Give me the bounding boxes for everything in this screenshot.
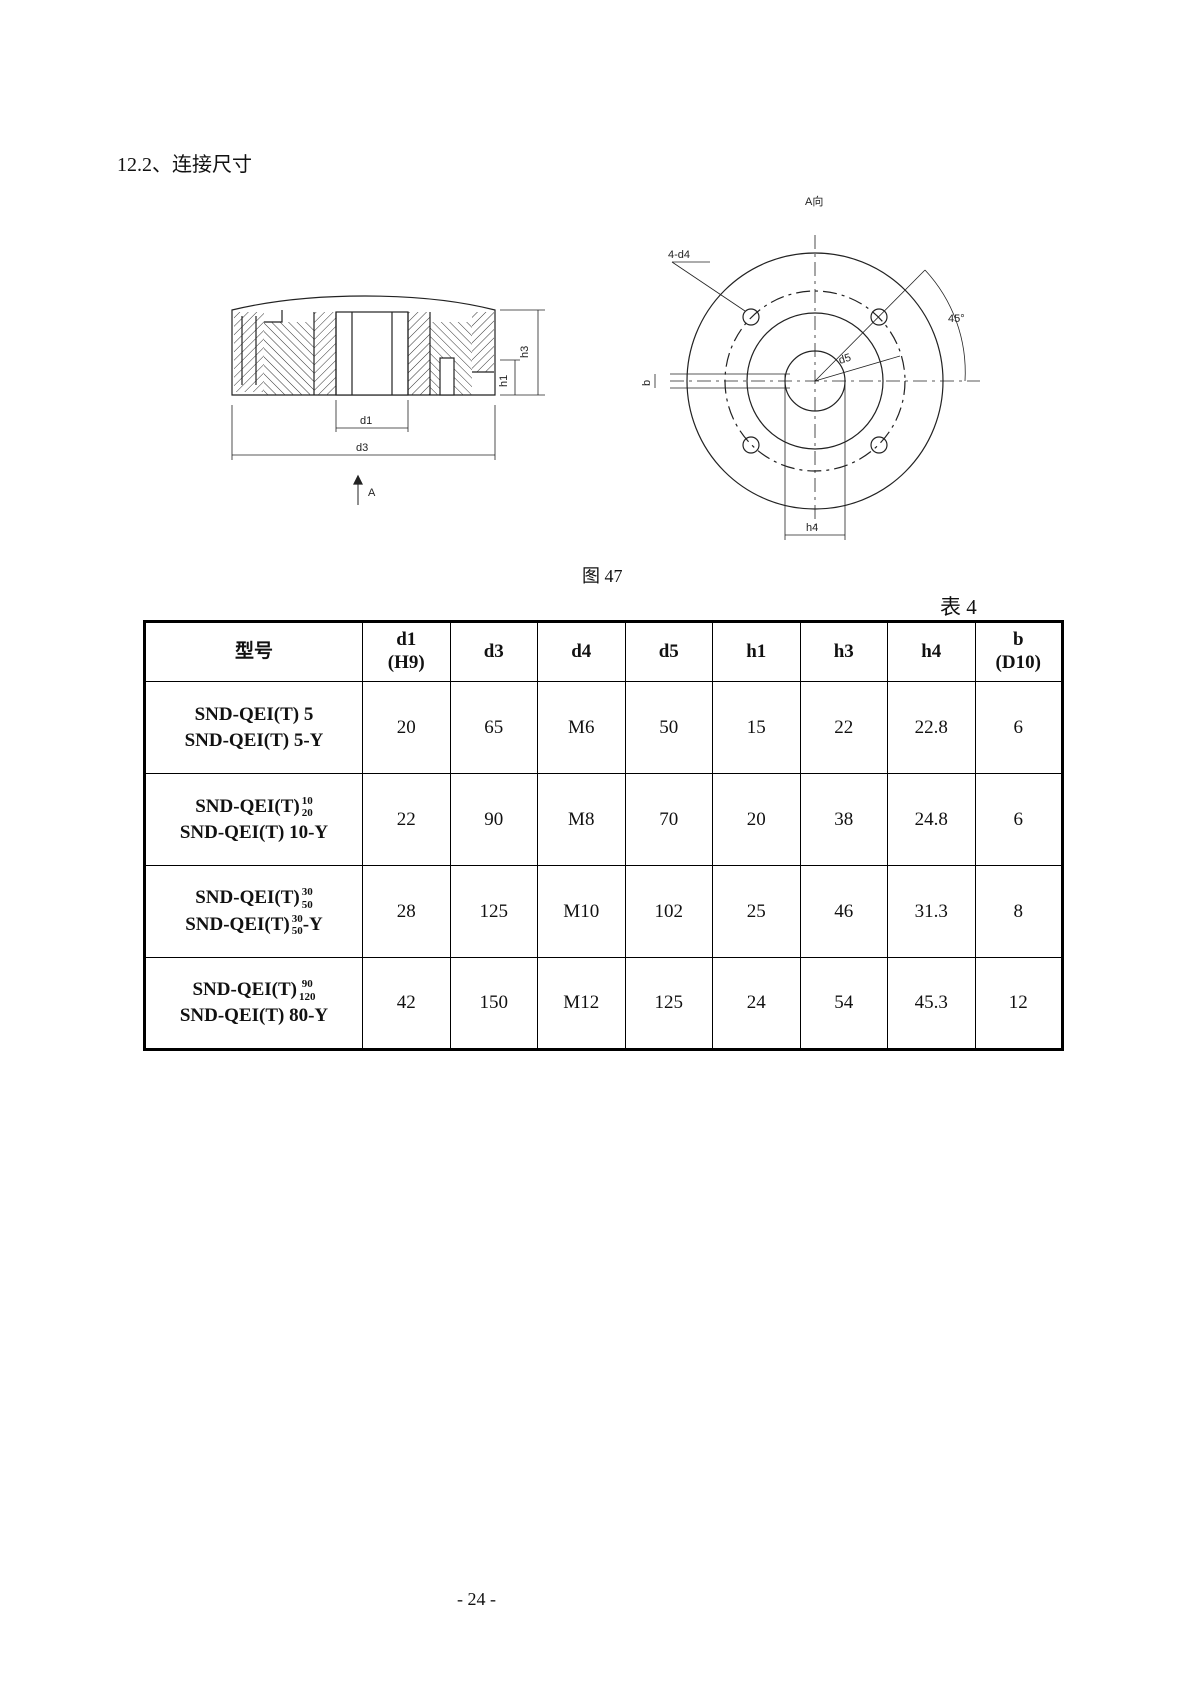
header-model: 型号 <box>144 621 363 682</box>
cell-d4: M8 <box>537 773 626 866</box>
table-caption: 表 4 <box>940 595 977 619</box>
cell-d1: 20 <box>362 681 451 774</box>
label-h1: h1 <box>498 375 510 387</box>
page-number: - 24 - <box>457 1589 496 1609</box>
a-view <box>654 235 980 540</box>
cell-b: 12 <box>974 957 1063 1050</box>
dimensions-table: 型号 d1(H9) d3 d4 d5 h1 h3 h4 b(D10) SND-Q… <box>143 620 1064 1051</box>
cell-d3: 65 <box>449 681 538 774</box>
label-hole-callout: 4-d4 <box>668 249 690 261</box>
header-b: b(D10) <box>974 621 1063 682</box>
figure-47-drawing: h3 h1 d1 d3 A A向 4-d4 45° d5 b h4 <box>231 194 980 540</box>
cell-d4: M10 <box>537 865 626 958</box>
header-d3: d3 <box>449 621 538 682</box>
cell-d3: 125 <box>449 865 538 958</box>
cell-b: 6 <box>974 681 1063 774</box>
cell-h3: 54 <box>799 957 888 1050</box>
cell-h3: 22 <box>799 681 888 774</box>
header-d4: d4 <box>537 621 626 682</box>
cell-d1: 22 <box>362 773 451 866</box>
header-h1: h1 <box>712 621 801 682</box>
cell-h1: 15 <box>712 681 801 774</box>
cell-h4: 24.8 <box>887 773 976 866</box>
cell-d5: 102 <box>624 865 713 958</box>
figure-caption: 图 47 <box>582 566 623 586</box>
cell-h3: 38 <box>799 773 888 866</box>
label-d3: d3 <box>356 442 368 454</box>
cell-h1: 24 <box>712 957 801 1050</box>
label-arrow-a: A <box>368 487 376 499</box>
cell-d5: 50 <box>624 681 713 774</box>
header-h3: h3 <box>799 621 888 682</box>
section-view <box>231 295 545 505</box>
cell-b: 6 <box>974 773 1063 866</box>
header-h4: h4 <box>887 621 976 682</box>
cell-d1: 28 <box>362 865 451 958</box>
cell-d5: 70 <box>624 773 713 866</box>
cell-d3: 90 <box>449 773 538 866</box>
cell-h4: 45.3 <box>887 957 976 1050</box>
cell-h3: 46 <box>799 865 888 958</box>
cell-b: 8 <box>974 865 1063 958</box>
cell-d3: 150 <box>449 957 538 1050</box>
label-h4: h4 <box>806 522 818 534</box>
label-h3: h3 <box>519 346 531 358</box>
cell-d5: 125 <box>624 957 713 1050</box>
table-header-row: 型号 d1(H9) d3 d4 d5 h1 h3 h4 b(D10) <box>144 621 1063 682</box>
header-d5: d5 <box>624 621 713 682</box>
label-d1: d1 <box>360 415 372 427</box>
cell-h1: 25 <box>712 865 801 958</box>
cell-h4: 31.3 <box>887 865 976 958</box>
cell-h1: 20 <box>712 773 801 866</box>
cell-h4: 22.8 <box>887 681 976 774</box>
cell-d4: M6 <box>537 681 626 774</box>
section-heading: 12.2、连接尺寸 <box>117 154 252 176</box>
header-d1: d1(H9) <box>362 621 451 682</box>
label-angle: 45° <box>948 313 965 325</box>
cell-d4: M12 <box>537 957 626 1050</box>
cell-d1: 42 <box>362 957 451 1050</box>
label-b: b <box>641 380 653 386</box>
label-view-title: A向 <box>805 194 823 208</box>
label-d5: d5 <box>837 352 852 367</box>
